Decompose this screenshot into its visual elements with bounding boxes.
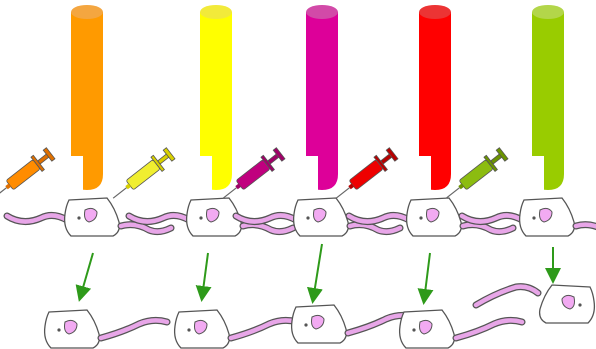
tube-top xyxy=(71,5,103,19)
group-yellow xyxy=(108,5,297,348)
tube-notch xyxy=(415,156,431,190)
down-arrow xyxy=(80,253,93,298)
tube-top xyxy=(419,5,451,19)
group-green xyxy=(441,5,596,323)
down-arrow xyxy=(424,253,430,301)
down-arrow xyxy=(313,244,322,300)
mouse-eye xyxy=(199,216,202,219)
syringe-needle xyxy=(113,188,126,198)
group-magenta xyxy=(218,5,414,343)
tube-notch xyxy=(528,156,544,190)
mouse-eye xyxy=(77,216,80,219)
mouse-result xyxy=(175,310,230,348)
syringe-barrel xyxy=(6,160,40,190)
test-tube xyxy=(67,5,103,190)
syringe-barrel xyxy=(349,160,383,190)
mouse-result xyxy=(400,310,455,348)
mouse-injected xyxy=(294,198,349,236)
test-tube xyxy=(415,5,451,190)
mouse-eye xyxy=(57,328,60,331)
syringe xyxy=(0,146,56,205)
tube-notch xyxy=(302,156,318,190)
test-tube xyxy=(302,5,338,190)
syringe xyxy=(108,146,177,205)
mouse-eye xyxy=(532,216,535,219)
mouse-injected xyxy=(407,198,462,236)
treatment-groups xyxy=(0,5,596,348)
mouse-injected xyxy=(520,198,575,236)
tube-top xyxy=(306,5,338,19)
mouse-result xyxy=(45,310,100,348)
mouse-result xyxy=(292,305,347,343)
test-tube xyxy=(196,5,232,190)
syringe-needle xyxy=(336,188,349,198)
mouse-eye xyxy=(306,216,309,219)
mouse-eye xyxy=(304,323,307,326)
mouse-eye xyxy=(578,303,581,306)
tube-notch xyxy=(67,156,83,190)
test-tube xyxy=(528,5,564,190)
syringe-needle xyxy=(446,188,459,198)
down-arrow xyxy=(202,253,208,298)
mouse-eye xyxy=(419,216,422,219)
syringe-needle xyxy=(0,188,7,198)
syringe-barrel xyxy=(236,160,270,190)
syringe-barrel xyxy=(126,160,160,190)
mouse-eye xyxy=(412,328,415,331)
mouse-eye xyxy=(187,328,190,331)
syringe-needle xyxy=(223,188,236,198)
mouse-result xyxy=(540,285,595,323)
tube-top xyxy=(200,5,232,19)
syringe xyxy=(331,146,400,205)
tube-notch xyxy=(196,156,212,190)
tube-top xyxy=(532,5,564,19)
mouse-injected xyxy=(65,198,120,236)
syringe-barrel xyxy=(459,160,493,190)
